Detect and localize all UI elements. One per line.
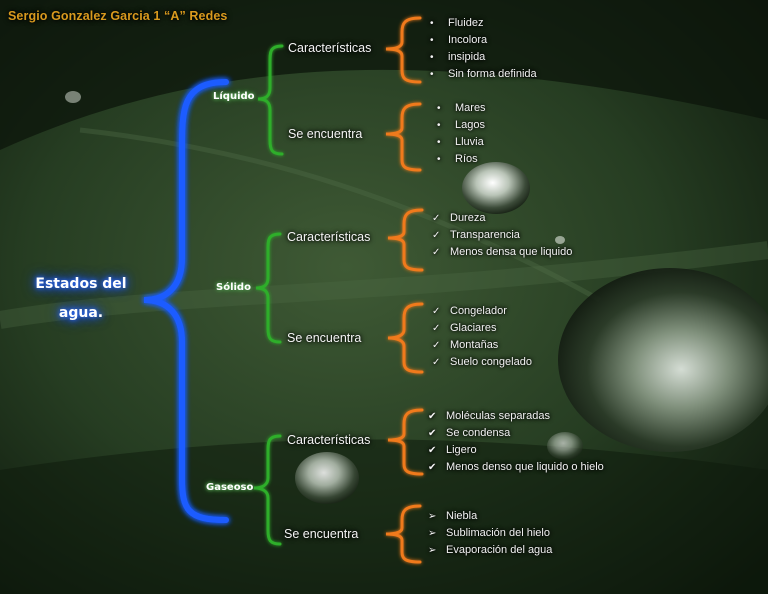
check-marker-icon: ✓ [432,230,441,241]
list-item-text: Glaciares [450,322,497,334]
bullet-marker-icon: • [430,69,434,80]
root-label: Estados del agua. [35,276,127,321]
list-item-text: Mares [455,102,486,114]
list-item-text: Suelo congelado [450,356,532,368]
list-item-text: Menos densa que liquido [450,246,573,258]
list-item: ➢ Evaporación del agua [428,542,552,559]
list-item: ✓ Suelo congelado [432,354,532,371]
item-list: ✔Moléculas separadas✔Se condensa✔Ligero✔… [428,408,604,476]
check-light-marker-icon: ✔ [428,445,437,456]
list-item-text: Menos denso que liquido o hielo [446,461,604,473]
list-item: • Lluvia [437,134,486,151]
item-list: ➢ Niebla ➢ Sublimación del hielo ➢ Evaporació… [428,508,552,559]
check-marker-icon: ✓ [432,247,441,258]
list-item: ➢ Niebla [428,508,552,525]
bullet-marker-icon: • [437,154,441,165]
check-marker-icon: ✓ [432,323,441,334]
list-item-text: Incolora [448,34,488,46]
large-water-droplet [558,268,768,452]
arrow-marker-icon: ➢ [428,528,437,539]
item-list: • Fluidez • Incolora • insipida • Sin forma def… [430,15,537,83]
state-label-liquido: Líquido [213,91,255,102]
item-list: • Mares • Lagos • Lluvia • Ríos [437,100,486,168]
item-braces [385,16,424,564]
check-marker-icon: ✓ [432,306,441,317]
small-water-droplet [295,452,359,504]
list-item-text: Moléculas separadas [446,410,550,422]
list-item-text: Sin forma definida [448,68,537,80]
branch-label: Características [287,230,371,244]
list-item: ✔ Menos denso que liquido o hielo [428,459,604,476]
arrow-marker-icon: ➢ [428,545,437,556]
check-marker-icon: ✓ [432,340,441,351]
state-braces [253,44,284,546]
list-item-text: Dureza [450,212,486,224]
bullet-marker-icon: • [437,103,441,114]
state-label-solido: Sólido [216,282,251,293]
bullet-marker-icon: • [430,18,434,29]
check-marker-icon: ✓ [432,213,441,224]
brace-solido [255,232,282,344]
list-item-text: Ríos [455,153,478,165]
bullet-marker-icon: • [437,120,441,131]
small-water-droplet [547,432,583,460]
check-marker-icon: ✓ [432,357,441,368]
branch-label: Se encuentra [288,127,363,141]
branch-label: Se encuentra [287,331,362,345]
bullet-marker-icon: • [430,35,434,46]
item-list: ✓ Dureza ✓ Transparencia ✓ Menos densa que li… [432,210,572,261]
author-title: Sergio Gonzalez Garcia 1 “A” Redes [8,9,228,23]
branch-label: Características [287,433,371,447]
list-item: ➢ Sublimación del hielo [428,525,552,542]
check-light-marker-icon: ✔ [428,428,437,439]
list-item-text: Ligero [446,444,477,456]
list-item-text: Transparencia [450,229,520,241]
list-item-text: Sublimación del hielo [446,527,550,539]
list-item: • Mares [437,100,486,117]
list-item: ✓ Montañas [432,337,532,354]
bullet-marker-icon: • [430,52,434,63]
check-light-marker-icon: ✔ [428,411,437,422]
list-item-text: Montañas [450,339,499,351]
list-item-text: Congelador [450,305,507,317]
list-item: ✓ Menos densa que liquido [432,244,572,261]
root-brace [143,79,229,523]
list-item: • Fluidez [430,15,537,32]
list-item: ✓ Congelador [432,303,532,320]
list-item-text: Evaporación del agua [446,544,553,556]
list-item-text: Se condensa [446,427,511,439]
list-item-text: Lagos [455,119,485,131]
list-item: • Ríos [437,151,486,168]
list-item: • Sin forma definida [430,66,537,83]
list-item-text: Fluidez [448,17,484,29]
list-item: ✔ Moléculas separadas [428,408,604,425]
list-item-text: insipida [448,51,486,63]
list-item: • Lagos [437,117,486,134]
list-item-text: Niebla [446,510,478,522]
state-label-gaseoso: Gaseoso [206,482,254,493]
list-item: ✓ Dureza [432,210,572,227]
list-item: • Incolora [430,32,537,49]
arrow-marker-icon: ➢ [428,511,437,522]
list-item: • insipida [430,49,537,66]
list-item: ✔ Se condensa [428,425,604,442]
item-list: ✓ Congelador ✓ Glaciares ✓ Montañas ✓ Suelo con… [432,303,532,371]
branch-label: Características [288,41,372,55]
list-item: ✓ Glaciares [432,320,532,337]
list-item: ✔ Ligero [428,442,604,459]
brace-liquido [257,44,284,156]
bullet-marker-icon: • [437,137,441,148]
check-light-marker-icon: ✔ [428,462,437,473]
small-water-droplet [462,162,530,214]
list-item: ✓ Transparencia [432,227,572,244]
brace-gaseoso [253,434,282,546]
branch-label: Se encuentra [284,527,359,541]
list-item-text: Lluvia [455,136,484,148]
